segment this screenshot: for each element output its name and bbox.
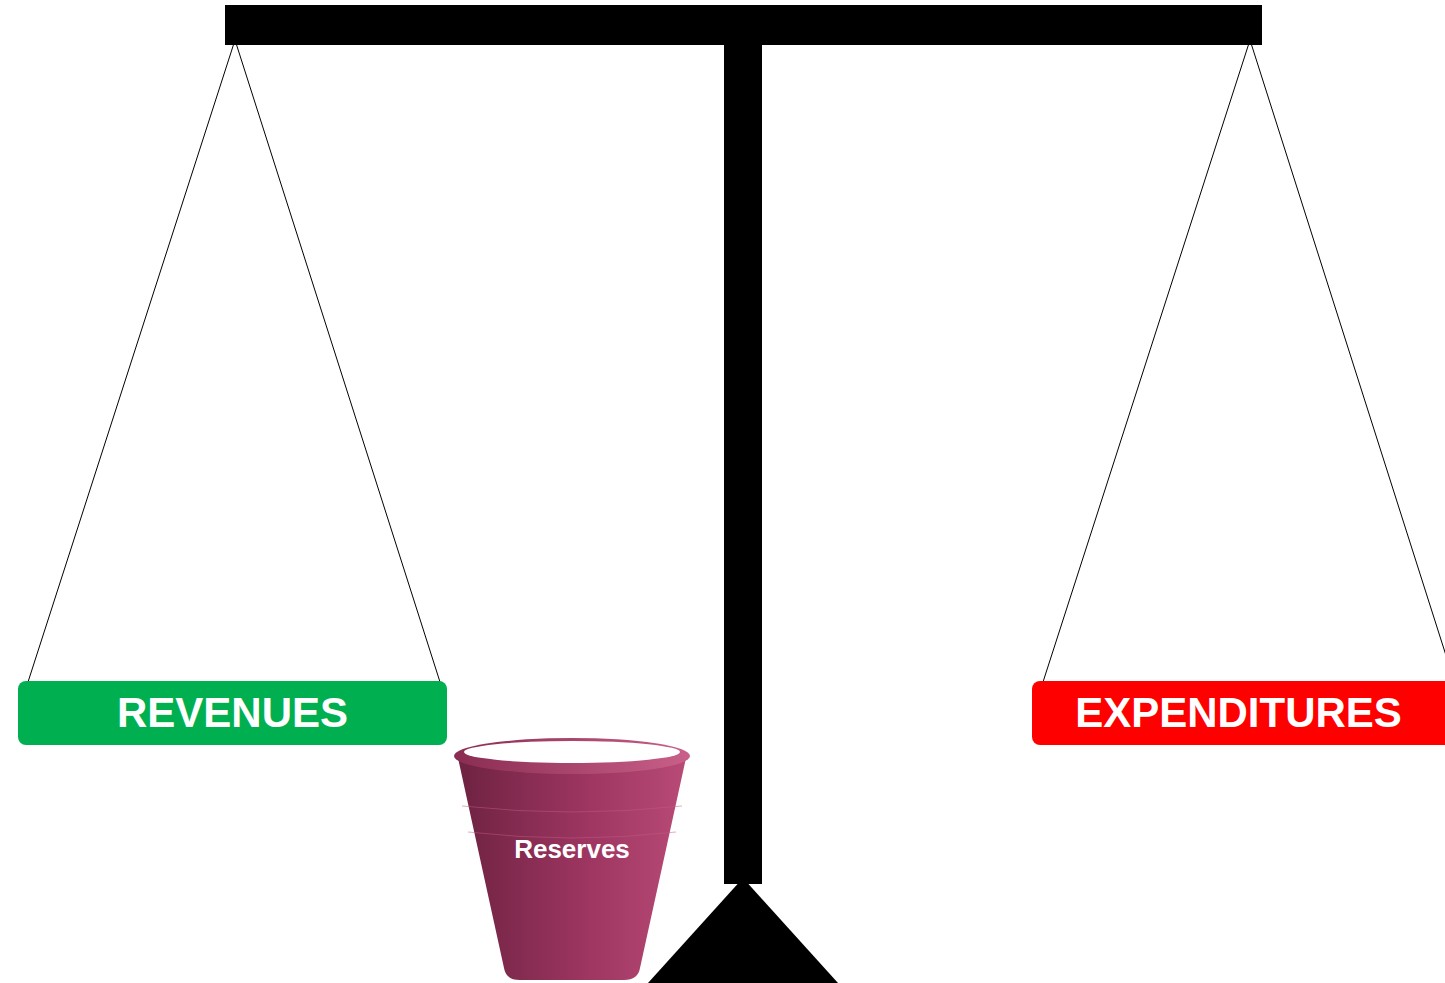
pan-label: REVENUES — [117, 689, 348, 737]
pan-label-box: REVENUES — [18, 681, 447, 745]
bucket-body — [458, 758, 686, 980]
bucket-rim — [454, 738, 690, 774]
reserves-bucket: Reserves — [452, 736, 692, 983]
scale-string — [1250, 40, 1445, 668]
scale-string — [28, 40, 235, 682]
scale-beam — [225, 5, 1262, 45]
pan-label-box: EXPENDITURES — [1032, 681, 1445, 745]
bucket-label: Reserves — [514, 834, 630, 865]
bucket-opening — [464, 741, 680, 763]
scale-string — [235, 40, 440, 682]
scale-post — [724, 44, 762, 884]
pan-label: EXPENDITURES — [1075, 689, 1402, 737]
bucket-ridge — [462, 806, 682, 838]
scale-base — [648, 878, 838, 983]
scale-string — [1043, 40, 1250, 682]
